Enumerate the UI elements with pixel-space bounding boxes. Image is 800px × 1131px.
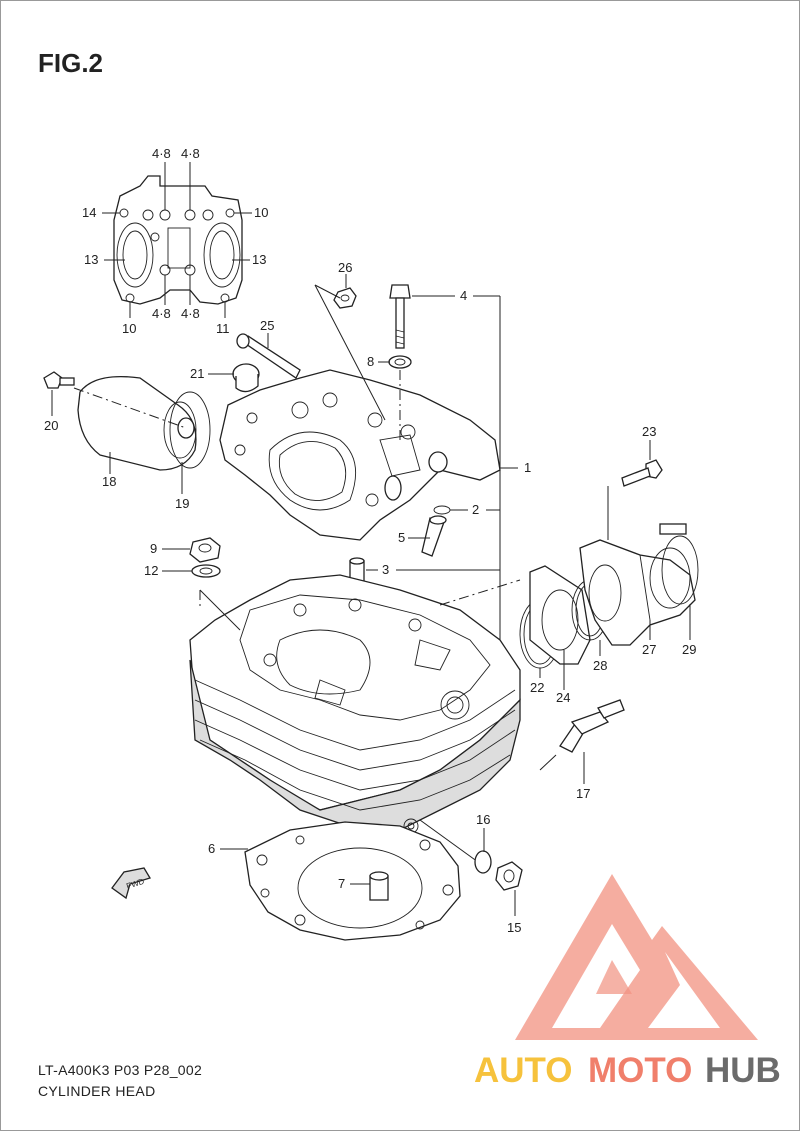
bolt-4 xyxy=(389,284,411,349)
callout-inset-4-8-bl: 4·8 xyxy=(152,306,171,321)
gasket-16 xyxy=(474,850,492,874)
watermark-hub: HUB xyxy=(705,1051,781,1090)
nut-9 xyxy=(189,537,221,563)
automotohub-logo-icon xyxy=(515,874,758,1040)
callout-29: 29 xyxy=(682,642,696,657)
watermark-auto: AUTO xyxy=(474,1051,573,1090)
callout-inset-10-l: 10 xyxy=(122,321,136,336)
o-ring-19 xyxy=(169,391,211,469)
callout-7: 7 xyxy=(338,876,345,891)
callout-23: 23 xyxy=(642,424,656,439)
callout-18: 18 xyxy=(102,474,116,489)
callout-inset-11: 11 xyxy=(216,321,230,336)
callout-3: 3 xyxy=(382,562,389,577)
bolt-23 xyxy=(621,459,663,487)
dowel-pin-3 xyxy=(349,557,365,584)
washer-12 xyxy=(191,564,221,578)
callout-24: 24 xyxy=(556,690,570,705)
callout-25: 25 xyxy=(260,318,274,333)
callout-15: 15 xyxy=(507,920,521,935)
callout-22: 22 xyxy=(530,680,544,695)
nut-26 xyxy=(333,287,357,309)
callout-inset-13-l: 13 xyxy=(84,252,98,267)
callout-inset-10-r: 10 xyxy=(254,205,268,220)
callout-27: 27 xyxy=(642,642,656,657)
intake-pipe-27 xyxy=(579,539,696,646)
inset-head-top-view xyxy=(102,162,252,318)
callout-inset-4-8-tr: 4·8 xyxy=(181,146,200,161)
model-code: LT-A400K3 P03 P28_002 xyxy=(38,1062,203,1078)
cylinder-head-cover xyxy=(219,369,501,541)
intake-pipe-24 xyxy=(529,565,591,665)
callout-26: 26 xyxy=(338,260,352,275)
callout-inset-14: 14 xyxy=(82,205,96,220)
callout-21: 21 xyxy=(190,366,204,381)
callout-inset-13-r: 13 xyxy=(252,252,266,267)
clamp-29 xyxy=(659,523,699,605)
cylinder-head xyxy=(189,574,521,834)
callout-28: 28 xyxy=(593,658,607,673)
callout-2: 2 xyxy=(472,502,479,517)
dowel-pin-7 xyxy=(369,871,389,901)
callout-5: 5 xyxy=(398,530,405,545)
washer-8 xyxy=(388,355,412,369)
callout-6: 6 xyxy=(208,841,215,856)
cylinder-head-gasket-6 xyxy=(244,821,461,941)
callout-20: 20 xyxy=(44,418,58,433)
diagram-caption: CYLINDER HEAD xyxy=(38,1083,156,1099)
callout-inset-4-8-br: 4·8 xyxy=(181,306,200,321)
automotohub-wordmark: AUTO MOTO HUB xyxy=(474,1051,781,1090)
callout-4: 4 xyxy=(460,288,467,303)
fwd-arrow-icon: FWD xyxy=(111,867,151,900)
bolt-20 xyxy=(43,371,75,389)
callout-inset-4-8-tl: 4·8 xyxy=(152,146,171,161)
tappet-cover-18 xyxy=(77,375,197,471)
plug-bolt-15 xyxy=(495,861,523,891)
callout-17: 17 xyxy=(576,786,590,801)
figure-title: FIG.2 xyxy=(38,48,104,78)
callout-9: 9 xyxy=(150,541,157,556)
callout-16: 16 xyxy=(476,812,490,827)
callout-8: 8 xyxy=(367,354,374,369)
watermark-moto: MOTO xyxy=(588,1051,692,1090)
spark-plug-17 xyxy=(559,699,625,753)
plug-21 xyxy=(232,363,260,393)
valve-guide-5 xyxy=(421,515,447,557)
callout-12: 12 xyxy=(144,563,158,578)
stud-bolt-25 xyxy=(236,333,301,379)
o-ring-2 xyxy=(433,505,451,515)
callout-19: 19 xyxy=(175,496,189,511)
callout-1: 1 xyxy=(524,460,531,475)
